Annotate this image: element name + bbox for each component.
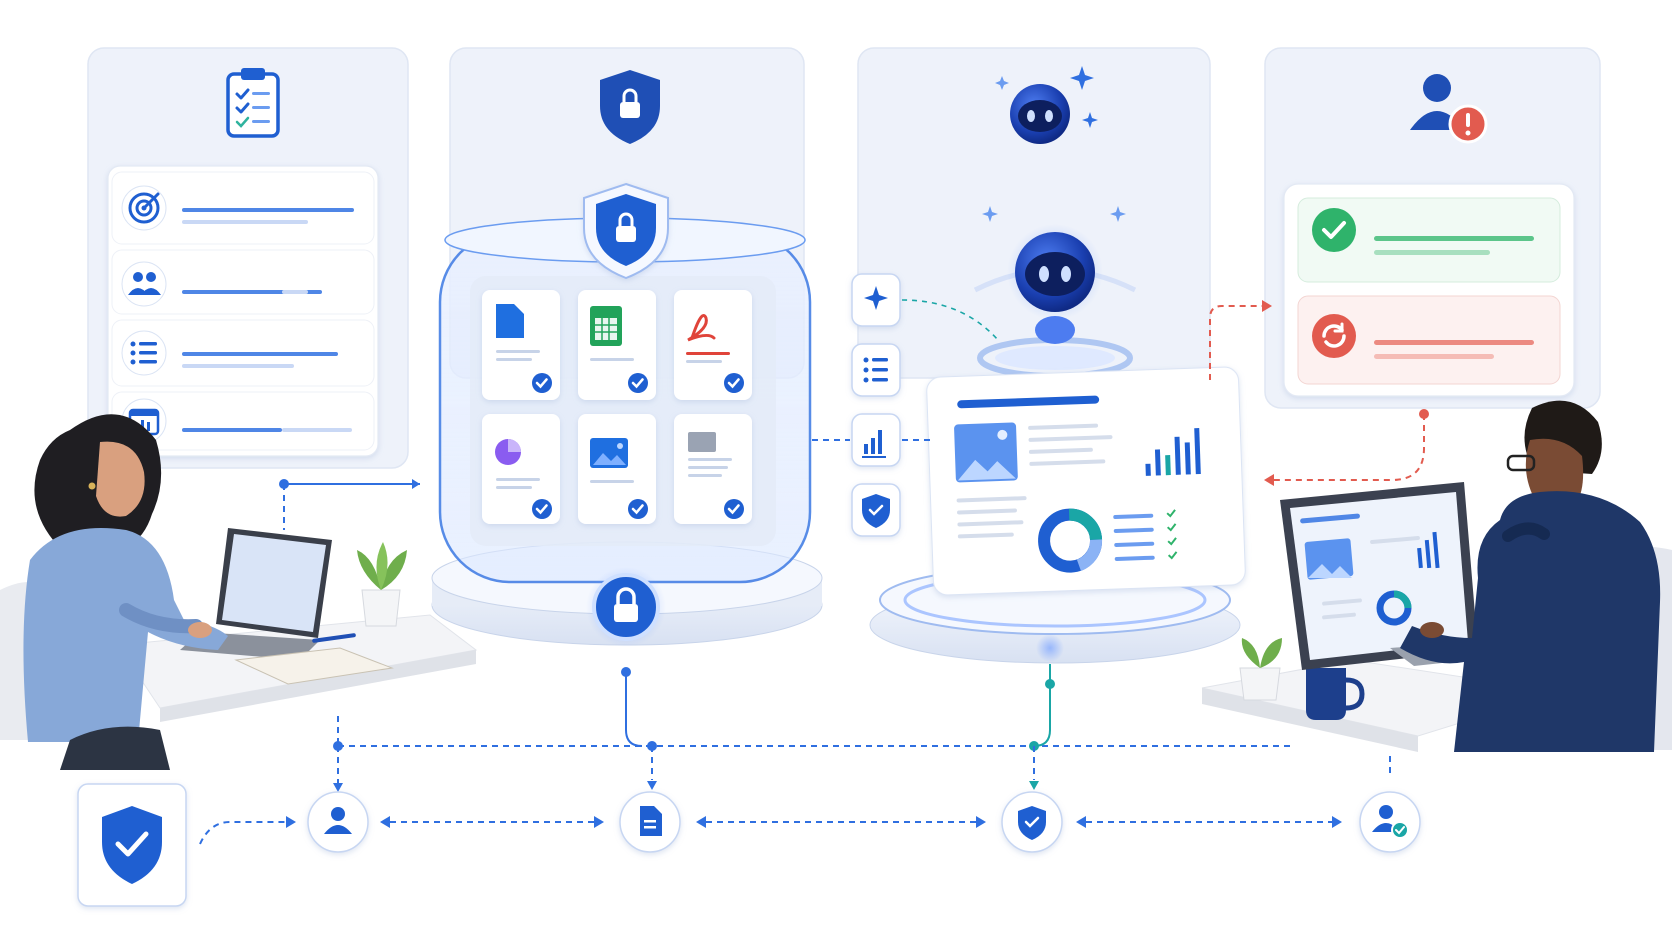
- shield-check-node[interactable]: [77, 783, 187, 907]
- lock-button[interactable]: [586, 567, 666, 647]
- document-card[interactable]: [674, 290, 752, 400]
- shield-lock-icon: [600, 70, 660, 144]
- check-circle-icon: [1312, 208, 1356, 252]
- user-node[interactable]: [307, 791, 369, 853]
- pie-chart-doc-icon: [495, 439, 521, 465]
- list-icon: [863, 357, 888, 383]
- sparkle-icon: [995, 76, 1009, 90]
- bar-chart-icon: [862, 430, 886, 458]
- person-right-workspace: [1201, 400, 1672, 752]
- document-card[interactable]: [674, 414, 752, 524]
- sparkle-icon: [1082, 112, 1098, 128]
- list-icon: [121, 330, 167, 376]
- text-doc-icon: [688, 432, 732, 477]
- document-card[interactable]: [578, 290, 656, 400]
- spreadsheet-icon: [590, 306, 622, 346]
- document-card[interactable]: [482, 414, 560, 524]
- shield-check-node[interactable]: [1001, 791, 1063, 853]
- shield-check-icon: [862, 494, 890, 528]
- tool-button[interactable]: [851, 483, 901, 537]
- users-icon: [121, 261, 167, 307]
- plant: [1239, 638, 1282, 701]
- user-icon: [324, 807, 352, 834]
- plant: [357, 542, 407, 627]
- user-verified-node[interactable]: [1359, 791, 1421, 853]
- donut-chart-icon: [1038, 508, 1103, 573]
- tool-button[interactable]: [851, 343, 901, 397]
- tool-button[interactable]: [851, 413, 901, 467]
- refresh-circle-icon: [1312, 314, 1356, 358]
- ai-robot-icon: [1010, 84, 1070, 144]
- sparkle-icon: [1070, 66, 1094, 90]
- sparkle-icon: [982, 206, 998, 222]
- document-card[interactable]: [482, 290, 560, 400]
- target-icon: [121, 185, 167, 231]
- bar-chart-icon: [1145, 428, 1201, 476]
- document-icon: [640, 806, 662, 836]
- doc-file-icon: [496, 304, 524, 338]
- person-left: [23, 414, 229, 770]
- shield-check-icon: [102, 806, 162, 884]
- list-item[interactable]: [111, 249, 375, 315]
- sparkle-icon: [864, 286, 888, 310]
- document-node[interactable]: [619, 791, 681, 853]
- tool-button[interactable]: [851, 273, 901, 327]
- approved-result[interactable]: [1297, 197, 1561, 283]
- document-grid: [482, 290, 752, 524]
- ai-assistant-robot: [973, 224, 1137, 379]
- document-card[interactable]: [578, 414, 656, 524]
- person-right: [1400, 400, 1661, 752]
- requirement-list: [107, 165, 379, 457]
- image-thumbnail-icon: [954, 422, 1018, 483]
- revision-result[interactable]: [1297, 295, 1561, 385]
- user-alert-icon: [1410, 74, 1488, 144]
- image-doc-icon: [590, 438, 628, 468]
- shield-check-icon: [1018, 806, 1046, 840]
- shield-lock-icon: [583, 182, 669, 280]
- laptop: [180, 528, 332, 660]
- sparkle-icon: [1110, 206, 1126, 222]
- ai-tool-column: [851, 273, 901, 537]
- list-item[interactable]: [111, 171, 375, 245]
- lower-flow-connectors: [333, 664, 1391, 792]
- user-verified-icon: [1372, 805, 1409, 839]
- lower-flow-arrows: [199, 816, 1342, 845]
- person-left-workspace: [0, 414, 478, 770]
- clipboard-checklist-icon: [226, 68, 280, 138]
- pdf-icon: [687, 314, 716, 342]
- list-item[interactable]: [111, 319, 375, 387]
- coffee-mug: [1306, 668, 1365, 720]
- analytics-dashboard[interactable]: [926, 366, 1246, 596]
